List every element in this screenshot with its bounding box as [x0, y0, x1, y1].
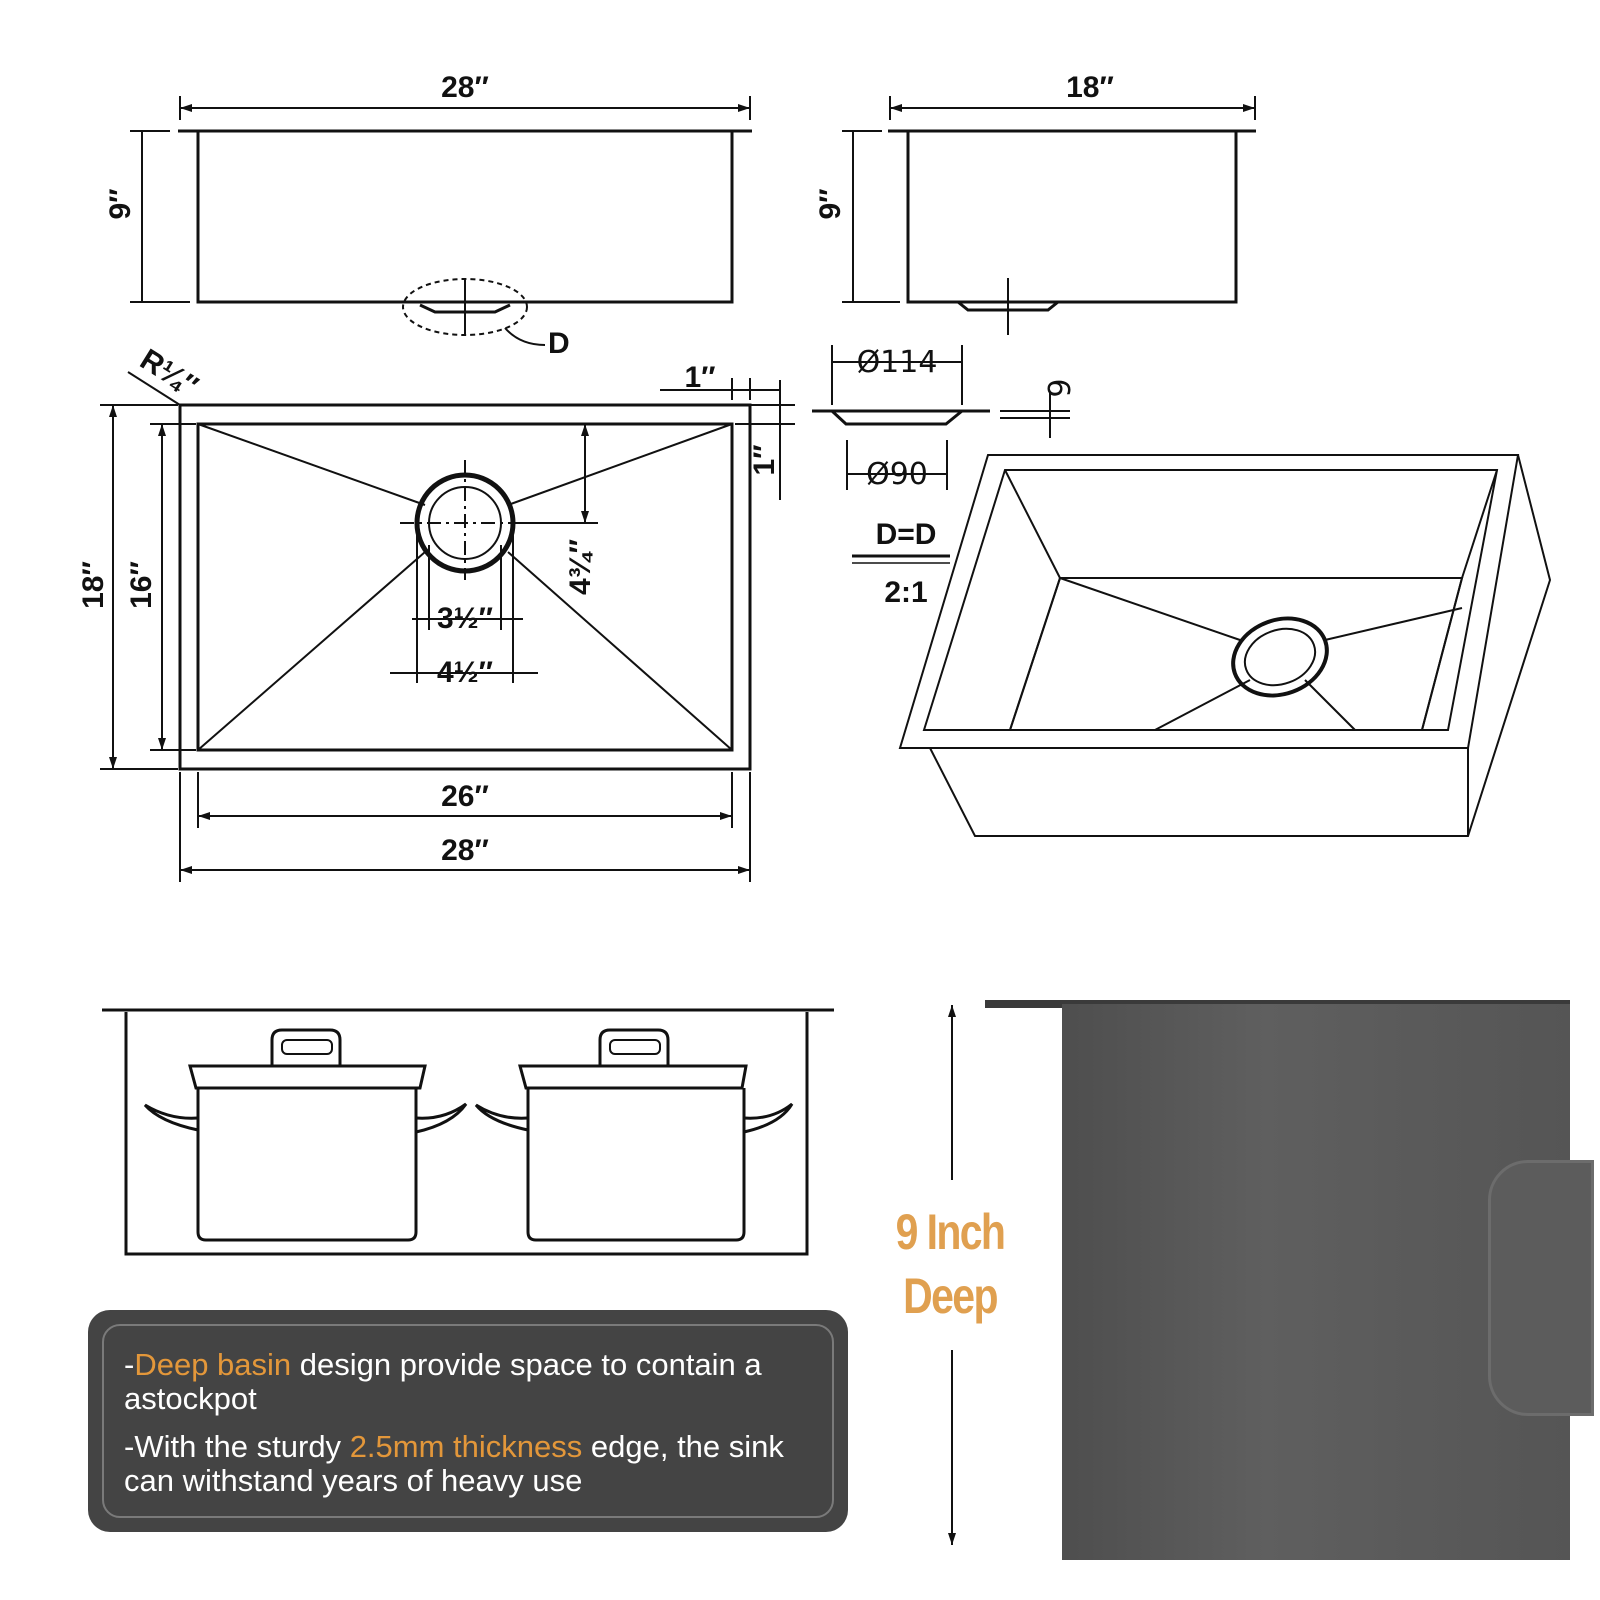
side-height-label: 9″ [814, 188, 847, 219]
feature-line-thickness: -With the sturdy 2.5mm thickness edge, t… [124, 1430, 812, 1498]
scale-label: 2:1 [884, 576, 927, 609]
inner-depth-label: 16″ [125, 561, 158, 609]
feature-line2-highlight: 2.5mm thickness [349, 1429, 583, 1464]
drain-inner-label: 3½″ [437, 602, 493, 635]
side-width-label: 18″ [1066, 71, 1114, 104]
rim-top-label: 1″ [684, 361, 715, 394]
drain-offset-label: 4¾″ [564, 539, 597, 595]
feature-line2-rest: edge, the sink can withstand years of he… [124, 1429, 784, 1498]
sink-photo [1062, 1004, 1570, 1560]
depth-label-line2: Deep [903, 1268, 998, 1324]
perspective-view [898, 454, 1552, 837]
feature-line1-highlight: Deep basin [134, 1347, 292, 1382]
drain-outer-label: 4½″ [437, 656, 493, 689]
depth-label: 9 Inch Deep [884, 1200, 1015, 1328]
top-view: R¼″ 1″ 1″ 18″ 16″ 4¾″ 3½″ [77, 343, 795, 882]
section-label: D=D [876, 518, 937, 551]
front-width-label: 28″ [441, 71, 489, 104]
sink-with-pots [102, 1008, 834, 1256]
corner-radius-label: R¼″ [134, 343, 203, 403]
front-height-label: 9″ [104, 188, 137, 219]
rim-side-label: 1″ [748, 444, 781, 475]
depth-dimension-line [948, 1005, 956, 1545]
outer-width-label: 28″ [441, 834, 489, 867]
feature-callout-inner: -Deep basin design provide space to cont… [102, 1324, 834, 1518]
drain-callout-label: D [548, 327, 570, 360]
outer-depth-label: 18″ [77, 561, 110, 609]
sink-photo-drain [1488, 1160, 1594, 1416]
inner-diameter-label: Ø90 [866, 457, 928, 492]
feature-line1-rest: design provide space to contain a astock… [124, 1347, 762, 1416]
feature-line-deep-basin: -Deep basin design provide space to cont… [124, 1348, 812, 1416]
side-view: 18″ 9″ [814, 71, 1256, 335]
feature-line2-prefix: -With the sturdy [124, 1429, 350, 1464]
depth-label-line1: 9 Inch [895, 1204, 1006, 1260]
thickness-label: 6 [1040, 378, 1075, 397]
feature-callout: -Deep basin design provide space to cont… [88, 1310, 848, 1532]
feature-line1-prefix: - [124, 1347, 135, 1382]
drain-detail: Ø114 6 Ø90 D=D 2:1 [812, 345, 1075, 609]
outer-diameter-label: Ø114 [857, 345, 938, 380]
inner-width-label: 26″ [441, 780, 489, 813]
front-view: 28″ 9″ D [104, 71, 752, 360]
